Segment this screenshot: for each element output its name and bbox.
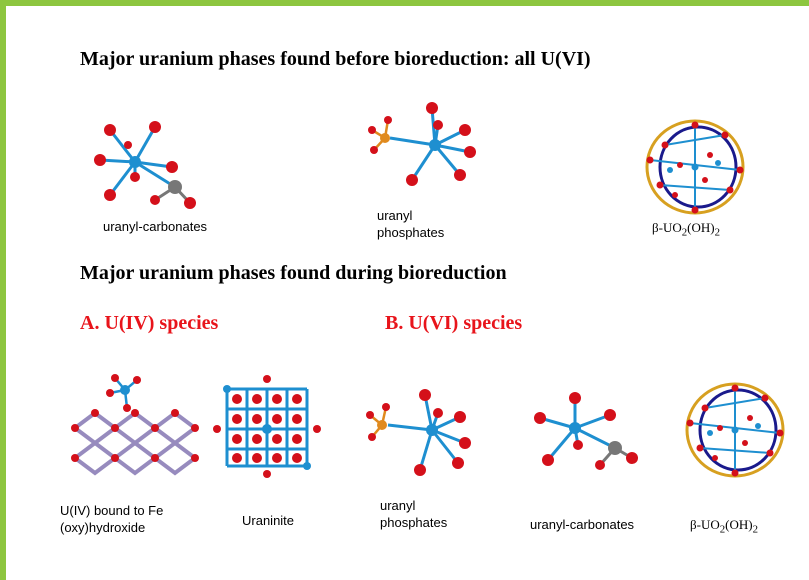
formula-prefix: β-UO — [652, 220, 682, 235]
label-line-1: uranyl — [380, 498, 416, 513]
label-line-1: U(IV) bound to Fe — [60, 503, 164, 518]
label-line-2: (oxy)hydroxide — [60, 520, 146, 535]
u4-fe-oxyhydroxide-structure — [71, 374, 199, 476]
label-line-1: uranyl — [377, 208, 413, 223]
subheading-u6-species: B. U(VI) species — [385, 312, 523, 334]
formula-mid: (OH) — [687, 220, 715, 235]
beta-uo2oh2-structure-bottom — [685, 382, 785, 478]
label-uraninite: Uraninite — [242, 513, 295, 528]
label-uranyl-phosphates-top: uranyl phosphates — [377, 207, 444, 241]
heading-during-bioreduction: Major uranium phases found during biored… — [80, 262, 507, 284]
subheading-u4-species: A. U(IV) species — [80, 312, 219, 334]
label-uranyl-carbonates-bottom: uranyl-carbonates — [530, 517, 635, 532]
formula-prefix: β-UO — [690, 517, 720, 532]
formula-mid: (OH) — [725, 517, 753, 532]
uranyl-carbonate-structure-bottom — [534, 392, 638, 470]
frame-left-bar — [0, 0, 6, 580]
uranyl-carbonate-structure-top — [94, 121, 196, 209]
formula-sub: 2 — [719, 523, 726, 536]
label-line-2: phosphates — [377, 225, 445, 240]
heading-before-bioreduction: Major uranium phases found before biored… — [80, 48, 591, 70]
label-u4-bound-fe: U(IV) bound to Fe (oxy)hydroxide — [60, 502, 163, 536]
formula-sub: 2 — [714, 226, 721, 239]
uranyl-phosphate-structure-top — [368, 102, 476, 186]
frame-top-bar — [0, 0, 809, 6]
formula-sub: 2 — [681, 226, 688, 239]
label-uranyl-phosphates-bottom: uranyl phosphates — [380, 497, 447, 531]
label-line-2: phosphates — [380, 515, 448, 530]
label-beta-uo2oh2-bottom: β-UO2(OH)2 — [690, 517, 758, 536]
beta-uo2oh2-structure-top — [645, 119, 745, 215]
uranyl-phosphate-structure-bottom — [366, 389, 471, 476]
label-beta-uo2oh2-top: β-UO2(OH)2 — [652, 220, 720, 239]
uraninite-structure — [213, 375, 321, 478]
formula-sub: 2 — [752, 523, 759, 536]
label-uranyl-carbonates-top: uranyl-carbonates — [103, 219, 208, 234]
